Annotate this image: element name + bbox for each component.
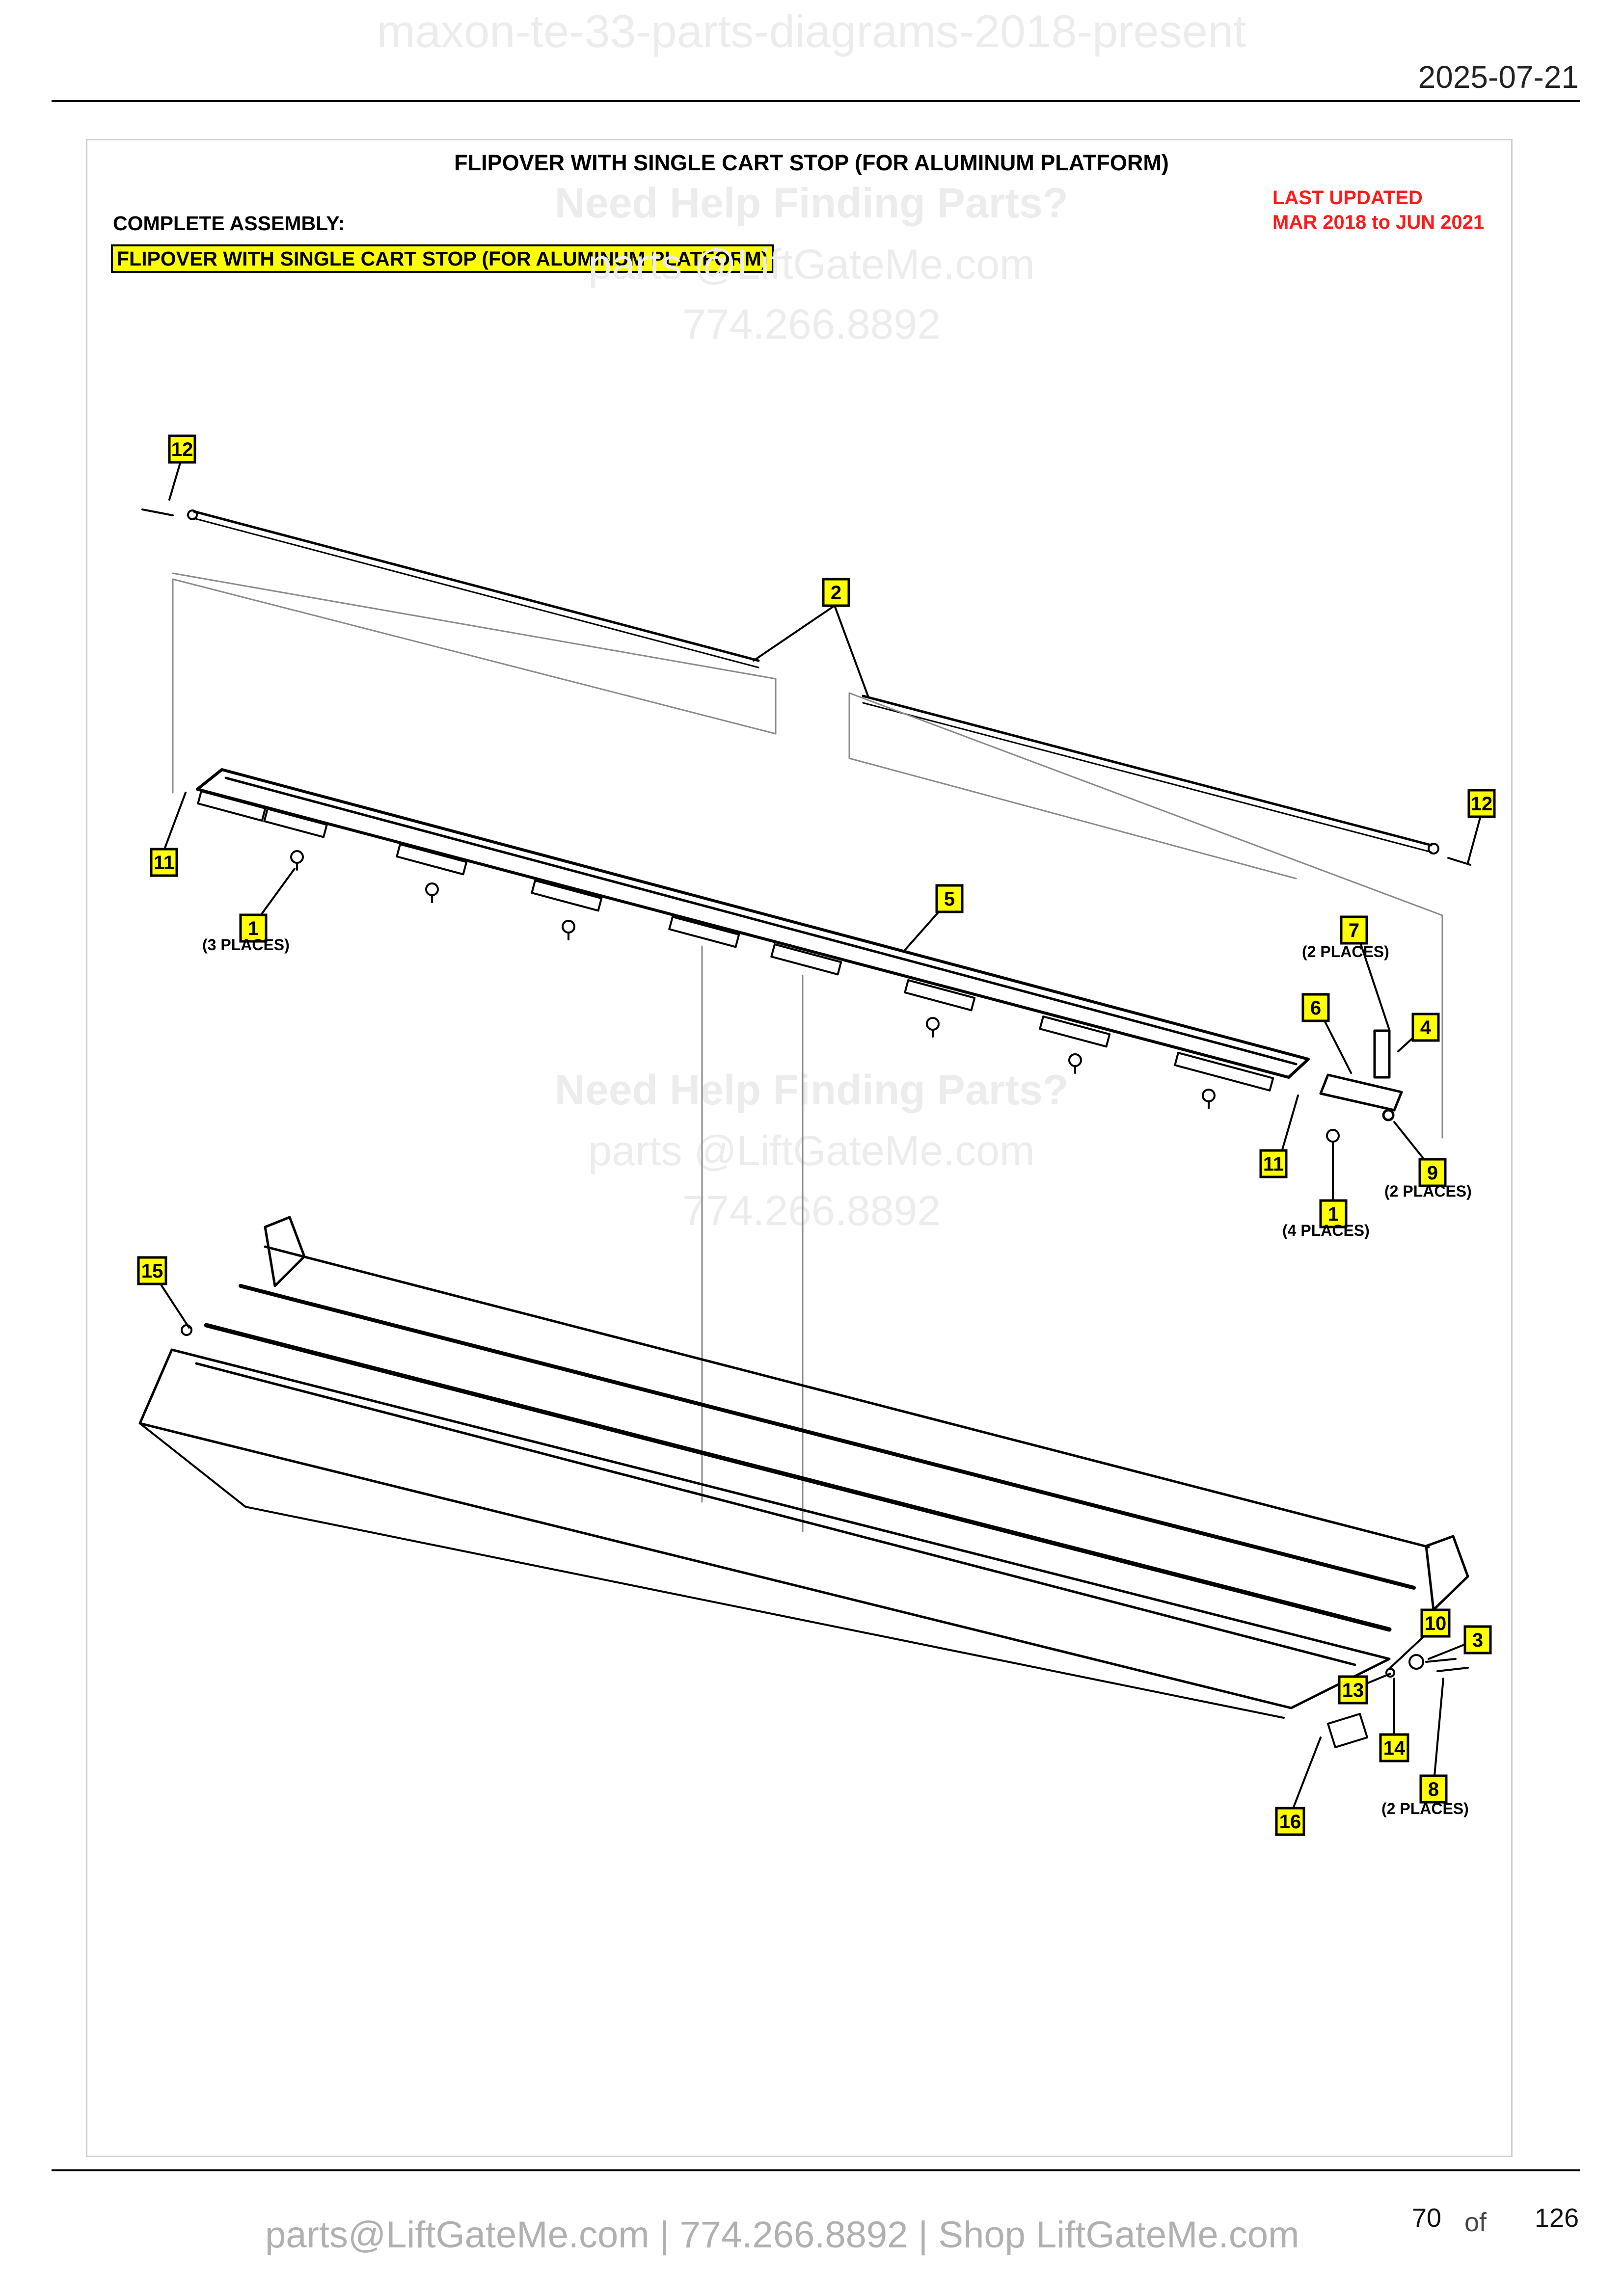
bolts-part xyxy=(290,850,1340,1149)
hinge-knuckles xyxy=(197,790,1274,1092)
footer-contact-links[interactable]: parts@LiftGateMe.com | 774.266.8892 | Sh… xyxy=(265,2214,1299,2256)
callout-6: 46 xyxy=(1301,993,1330,1022)
places-note-8: (2 PLACES) xyxy=(1381,1800,1469,1817)
page-of-label: of xyxy=(1464,2208,1487,2237)
svg-text:10: 10 xyxy=(1425,1613,1447,1634)
places-note-9: (2 PLACES) xyxy=(1384,1182,1472,1200)
callout-1-four-places: 1 xyxy=(1319,1199,1348,1228)
places-note-7: (2 PLACES) xyxy=(1302,943,1389,961)
callout-9: 9 xyxy=(1418,1158,1447,1187)
callout-16: 16 xyxy=(1275,1807,1305,1836)
callout-15: 15 xyxy=(137,1256,167,1285)
callout-10: 10 xyxy=(1420,1608,1451,1638)
svg-text:16: 16 xyxy=(1279,1811,1301,1833)
svg-text:12: 12 xyxy=(1471,793,1493,815)
help-watermark-2: Need Help Finding Parts? xyxy=(554,1067,1069,1114)
aluminum-platform-part xyxy=(138,1216,1469,1719)
page-total: 126 xyxy=(1535,2203,1579,2233)
callout-13: 13 xyxy=(1338,1675,1368,1705)
footer-rule xyxy=(52,2169,1580,2171)
complete-assembly-label: COMPLETE ASSEMBLY: xyxy=(113,212,345,235)
callout-5: 5 xyxy=(935,884,964,913)
callout-14: 14 xyxy=(1379,1733,1409,1762)
svg-text:5: 5 xyxy=(944,888,955,910)
header-date: 2025-07-21 xyxy=(1418,59,1579,95)
email-watermark: parts @LiftGateMe.com xyxy=(588,241,1035,288)
diagram-frame xyxy=(86,139,1513,2157)
page-current: 70 xyxy=(1412,2203,1442,2233)
phone-watermark: 774.266.8892 xyxy=(682,301,941,348)
end-hardware-part xyxy=(181,1324,1469,1748)
svg-text:2: 2 xyxy=(831,582,841,604)
svg-text:7: 7 xyxy=(1349,920,1359,941)
svg-text:11: 11 xyxy=(154,852,174,874)
projection-lines xyxy=(172,572,1443,1532)
svg-text:1: 1 xyxy=(248,918,259,939)
svg-text:12: 12 xyxy=(171,439,193,460)
callout-11-left: 11 xyxy=(150,848,178,877)
diagram-title: FLIPOVER WITH SINGLE CART STOP (FOR ALUM… xyxy=(454,150,1169,175)
leader-lines xyxy=(151,460,1483,1817)
svg-text:15: 15 xyxy=(141,1260,163,1282)
complete-assembly-link[interactable]: FLIPOVER WITH SINGLE CART STOP (FOR ALUM… xyxy=(111,244,774,273)
callout-7: 7 xyxy=(1340,915,1368,945)
svg-text:4: 4 xyxy=(1420,1017,1432,1039)
last-updated-block: LAST UPDATED MAR 2018 to JUN 2021 xyxy=(1272,186,1484,235)
callout-3: 3 xyxy=(1463,1625,1492,1655)
hinge-pin-right-part xyxy=(862,694,1471,866)
phone-watermark-2: 774.266.8892 xyxy=(682,1187,941,1234)
svg-text:11: 11 xyxy=(1263,1153,1284,1175)
callout-8: 8 xyxy=(1419,1774,1448,1804)
callout-4: 4 xyxy=(1411,1013,1440,1042)
header-rule xyxy=(52,100,1580,102)
callout-12-left: 12 xyxy=(168,434,196,464)
svg-text:14: 14 xyxy=(1383,1737,1406,1759)
svg-text:6: 6 xyxy=(1310,997,1321,1019)
hinge-pin-left-part xyxy=(141,508,760,668)
document-slug-watermark: maxon-te-33-parts-diagrams-2018-present xyxy=(377,5,1246,57)
email-watermark-2: parts @LiftGateMe.com xyxy=(588,1127,1035,1175)
callout-12-right: 12 xyxy=(1467,789,1496,818)
places-note-1a: (3 PLACES) xyxy=(202,936,290,954)
places-note-1b: (4 PLACES) xyxy=(1282,1222,1370,1239)
svg-text:13: 13 xyxy=(1342,1680,1364,1701)
callout-2: 2 xyxy=(822,578,850,607)
last-updated-range: MAR 2018 to JUN 2021 xyxy=(1272,212,1485,233)
svg-text:9: 9 xyxy=(1427,1162,1438,1184)
svg-text:8: 8 xyxy=(1428,1779,1439,1800)
callout-11-right: 11 xyxy=(1259,1149,1288,1178)
flipover-plate-part xyxy=(196,768,1310,1079)
svg-text:1: 1 xyxy=(1328,1203,1339,1225)
callout-1-three-places: 1 xyxy=(239,913,268,943)
cart-stop-part xyxy=(1319,1029,1403,1121)
help-watermark: Need Help Finding Parts? xyxy=(554,180,1069,227)
last-updated-label: LAST UPDATED xyxy=(1272,187,1423,209)
svg-text:3: 3 xyxy=(1472,1629,1483,1651)
